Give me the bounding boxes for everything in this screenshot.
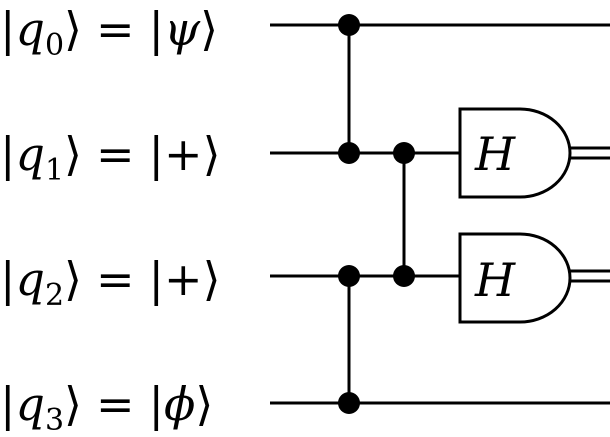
qubit-label-q0: |q0⟩=|ψ⟩ <box>0 2 218 63</box>
svg-text:|q3⟩=|ϕ⟩: |q3⟩=|ϕ⟩ <box>0 377 213 437</box>
hadamard-gate-q1: H <box>458 107 572 199</box>
qubit-index: 1 <box>45 153 64 188</box>
qubit-index: 2 <box>45 278 64 313</box>
equals-sign: = <box>96 252 135 306</box>
ket-open-bracket: | <box>149 127 165 181</box>
equals-sign: = <box>96 127 135 181</box>
ket-close-bracket: ⟩ <box>195 377 213 431</box>
state-symbol: + <box>164 127 203 181</box>
ket-close-bracket: ⟩ <box>64 377 82 431</box>
state-symbol: + <box>164 252 203 306</box>
ket-open-bracket: | <box>0 127 16 181</box>
svg-text:|q1⟩=|+⟩: |q1⟩=|+⟩ <box>0 127 221 188</box>
control-dot-q1-a <box>338 142 360 164</box>
qubit-symbol: q <box>16 127 45 181</box>
ket-open-bracket: | <box>149 377 165 431</box>
qubit-symbol: q <box>16 2 45 56</box>
gate-label: H <box>474 253 516 307</box>
equals-sign: = <box>96 377 135 431</box>
qubit-symbol: q <box>16 377 45 431</box>
equals-sign: = <box>96 2 135 56</box>
gate-body <box>458 232 572 324</box>
control-dot-q1-b <box>393 142 415 164</box>
ket-close-bracket: ⟩ <box>203 252 221 306</box>
control-dot-q0 <box>338 14 360 36</box>
gate-body <box>458 107 572 199</box>
qubit-symbol: q <box>16 252 45 306</box>
ket-open-bracket: | <box>0 2 16 56</box>
ket-open-bracket: | <box>0 377 16 431</box>
ket-close-bracket: ⟩ <box>200 2 218 56</box>
state-symbol: ψ <box>164 2 201 56</box>
control-dot-q3 <box>338 392 360 414</box>
ket-close-bracket: ⟩ <box>64 252 82 306</box>
qubit-label-q2: |q2⟩=|+⟩ <box>0 252 221 313</box>
qubit-index: 3 <box>45 403 64 437</box>
ket-open-bracket: | <box>149 2 165 56</box>
ket-close-bracket: ⟩ <box>203 127 221 181</box>
qubit-label-q3: |q3⟩=|ϕ⟩ <box>0 377 213 437</box>
gate-label: H <box>474 127 516 181</box>
ket-open-bracket: | <box>0 252 16 306</box>
ket-close-bracket: ⟩ <box>64 127 82 181</box>
hadamard-gate-q2: H <box>458 232 572 324</box>
control-dot-q2-b <box>393 265 415 287</box>
ket-close-bracket: ⟩ <box>64 2 82 56</box>
qubit-index: 0 <box>45 28 64 63</box>
control-dot-q2-a <box>338 265 360 287</box>
ket-open-bracket: | <box>149 252 165 306</box>
qubit-label-q1: |q1⟩=|+⟩ <box>0 127 221 188</box>
state-symbol: ϕ <box>164 377 195 431</box>
svg-text:|q0⟩=|ψ⟩: |q0⟩=|ψ⟩ <box>0 2 218 63</box>
svg-text:|q2⟩=|+⟩: |q2⟩=|+⟩ <box>0 252 221 313</box>
